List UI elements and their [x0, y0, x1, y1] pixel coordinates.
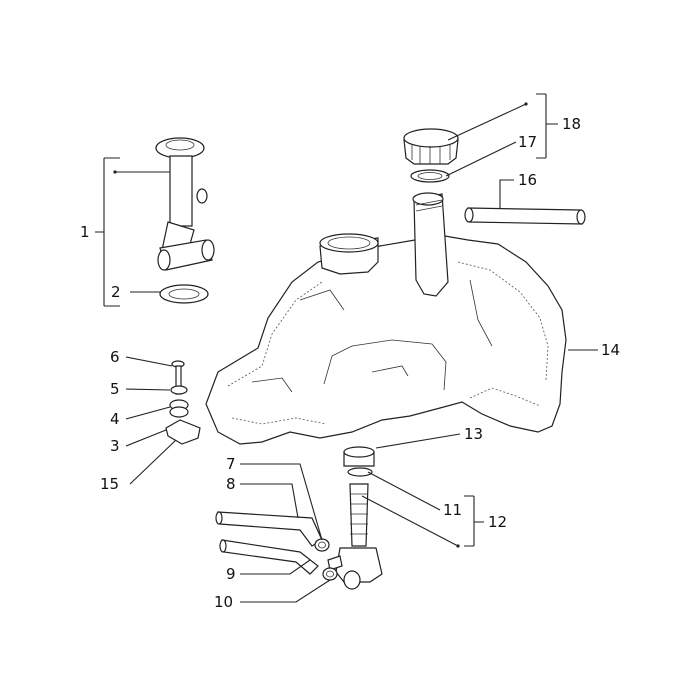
- callout-12: 12: [488, 513, 507, 531]
- tank-clamp: [165, 419, 201, 445]
- sender-gasket: [159, 284, 209, 304]
- callout-3: 3: [110, 437, 120, 455]
- fuel-hose-upper: [215, 511, 323, 547]
- tap-gasket: [347, 467, 373, 477]
- tank-filler-neck: [412, 192, 449, 297]
- callout-7: 7: [226, 455, 236, 473]
- callout-11: 11: [443, 501, 462, 519]
- callout-18: 18: [562, 115, 581, 133]
- callout-6: 6: [110, 348, 120, 366]
- filler-cap-gasket: [410, 169, 450, 183]
- callout-4: 4: [110, 410, 120, 428]
- fuel-tank: [205, 235, 567, 445]
- hose-clip-lower: [322, 567, 338, 581]
- callout-17: 17: [518, 133, 537, 151]
- breather-hose: [464, 207, 586, 225]
- fuel-hose-lower: [219, 539, 319, 575]
- hose-clip: [314, 538, 330, 552]
- callout-2: 2: [111, 283, 121, 301]
- callout-9: 9: [226, 565, 236, 583]
- filler-cap: [403, 128, 459, 165]
- callout-16: 16: [518, 171, 537, 189]
- callout-15: 15: [100, 475, 119, 493]
- leader-lines: [95, 93, 598, 603]
- callout-10: 10: [214, 593, 233, 611]
- tap-nut: [343, 446, 375, 467]
- fuel-tap-assembly: [327, 483, 383, 590]
- flat-washer: [170, 385, 188, 395]
- callout-8: 8: [226, 475, 236, 493]
- fuel-level-sender: [155, 137, 215, 271]
- spring-washer: [169, 399, 189, 418]
- callout-13: 13: [464, 425, 483, 443]
- callout-14: 14: [601, 341, 620, 359]
- callout-1: 1: [80, 223, 90, 241]
- callout-5: 5: [110, 380, 120, 398]
- tank-pump-neck: [319, 233, 379, 275]
